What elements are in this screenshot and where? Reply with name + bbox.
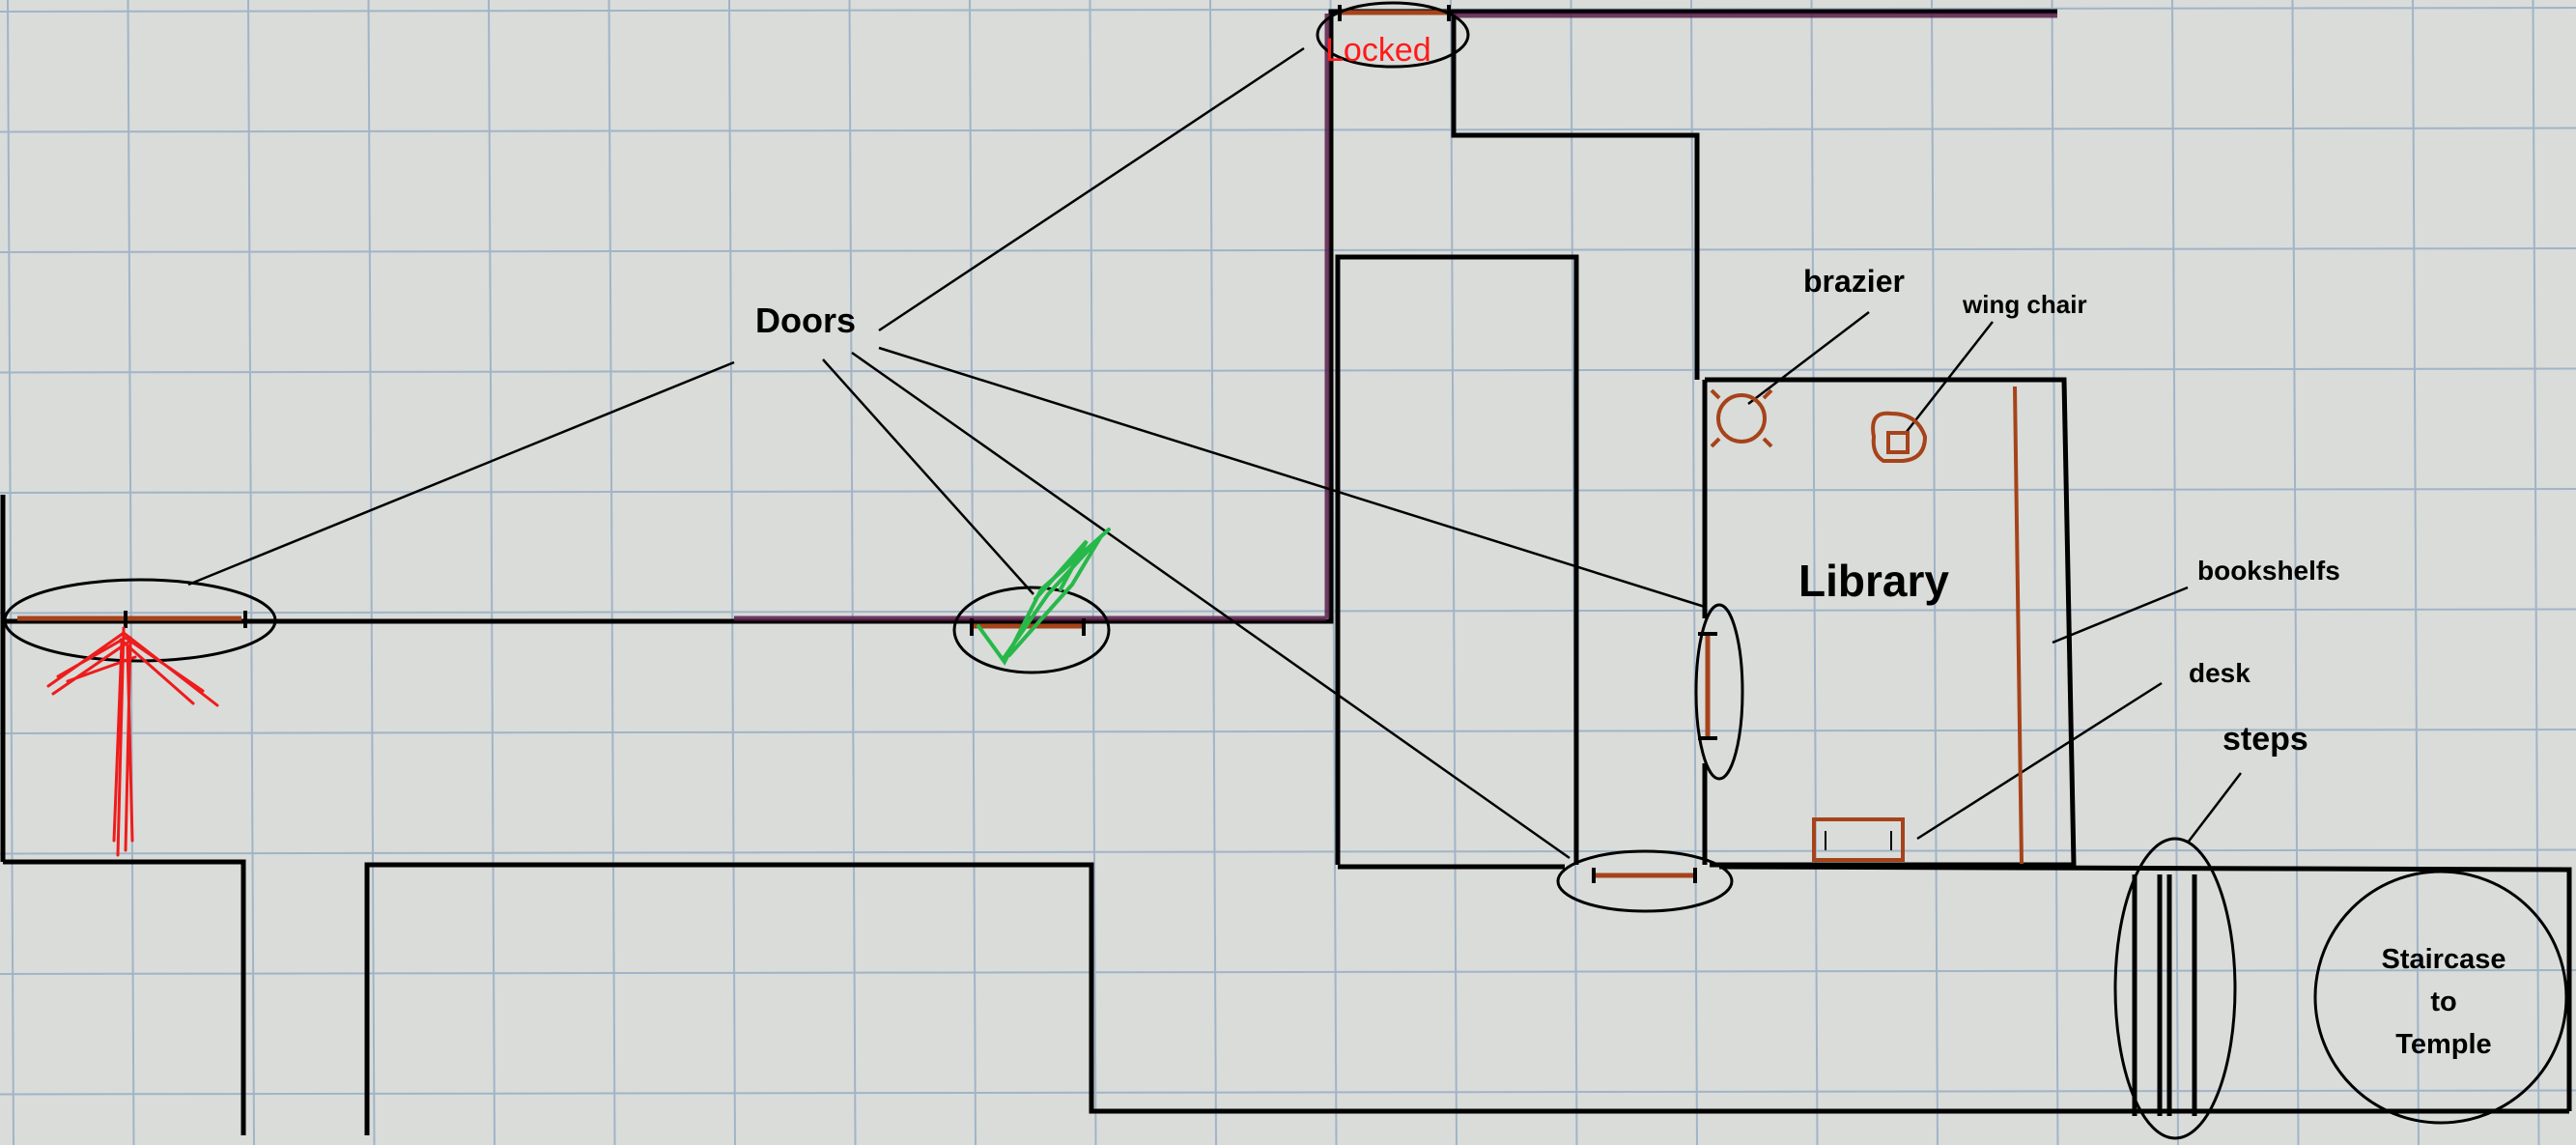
inner-room-wall xyxy=(1335,254,1579,865)
wing-chair-icon[interactable] xyxy=(1871,411,1928,463)
grid-line-vertical xyxy=(1450,0,1458,1145)
grid-line-vertical xyxy=(1690,0,1698,1145)
grid-line-vertical xyxy=(2291,0,2300,1145)
doors-pointer xyxy=(187,360,735,587)
grid-line-vertical xyxy=(1209,0,1217,1145)
grid-line-vertical xyxy=(127,0,135,1145)
grid-line-vertical xyxy=(1810,0,1819,1145)
south-room-wall xyxy=(364,862,2569,1135)
doors-label: Doors xyxy=(755,301,856,340)
grid-line-horizontal xyxy=(0,7,2576,13)
check-stroke xyxy=(1033,539,1089,601)
bookshelfs-label: bookshelfs xyxy=(2197,556,2340,586)
bookshelf[interactable] xyxy=(2013,386,2024,865)
desk-pointer xyxy=(1916,681,2163,841)
walls xyxy=(0,9,2572,1135)
arrow-head xyxy=(46,631,219,707)
ellipse-south-door xyxy=(1556,849,1734,913)
ellipse-west-door xyxy=(3,578,277,663)
check-stroke xyxy=(1003,534,1103,659)
desk-label: desk xyxy=(2189,658,2250,688)
south-west-wall xyxy=(3,859,246,1135)
ellipse-middle-door xyxy=(952,586,1111,674)
brazier-bowl xyxy=(1716,393,1767,444)
ellipse-library-door xyxy=(1694,603,1744,781)
library-label: Library xyxy=(1798,556,1949,606)
doors-pointer xyxy=(822,358,1034,595)
grid-line-vertical xyxy=(7,0,14,1145)
staircase-label-line2: to xyxy=(2430,987,2456,1017)
ellipse-steps xyxy=(2113,837,2237,1140)
locked-label: Locked xyxy=(1325,32,1431,69)
brazier-legs xyxy=(1710,388,1773,448)
grid-line-horizontal xyxy=(0,367,2576,374)
brazier-label: brazier xyxy=(1803,264,1905,299)
steps-label: steps xyxy=(2222,721,2308,758)
north-corridor-wall xyxy=(3,9,2057,624)
highlight-circles xyxy=(3,1,2568,1140)
south-corridor-wall xyxy=(1338,864,2572,1111)
red-up-arrow-icon xyxy=(46,626,219,857)
wing-chair-pointer xyxy=(1905,321,1994,434)
north-annex-wall xyxy=(1451,14,1700,380)
steps-pointer xyxy=(2187,772,2242,844)
staircase-circle[interactable] xyxy=(2313,870,2568,1125)
doors-pointer xyxy=(878,46,1305,332)
desk-top xyxy=(1812,817,1905,862)
furniture xyxy=(1710,386,2024,865)
desk-icon[interactable] xyxy=(1812,817,1905,862)
grid-line-horizontal xyxy=(0,848,2576,855)
grid-line-vertical xyxy=(2532,0,2540,1145)
grid-line-horizontal xyxy=(0,247,2576,253)
grid-line-horizontal xyxy=(0,1089,2576,1096)
grid-line-vertical xyxy=(2412,0,2420,1145)
doors-pointer xyxy=(878,346,1706,609)
arrow-shaft xyxy=(112,626,134,857)
green-check-icon xyxy=(977,528,1111,666)
grid-line-vertical xyxy=(2171,0,2179,1145)
steps xyxy=(2132,874,2197,1116)
brazier-icon[interactable] xyxy=(1710,388,1773,448)
grid-line-vertical xyxy=(608,0,616,1145)
grid-line-vertical xyxy=(2051,0,2059,1145)
staircase-label-line3: Temple xyxy=(2395,1029,2491,1060)
grid-line-vertical xyxy=(1931,0,1939,1145)
wing-chair-label: wing chair xyxy=(1962,290,2087,319)
grid-line-vertical xyxy=(247,0,255,1145)
pointer-lines xyxy=(187,46,2242,860)
grid-line-vertical xyxy=(728,0,736,1145)
grid-line-horizontal xyxy=(0,127,2576,133)
ellipse-locked-door xyxy=(1316,1,1470,69)
grid-line-vertical xyxy=(488,0,495,1145)
grid-line-vertical xyxy=(848,0,857,1145)
grid-line-horizontal xyxy=(0,488,2576,494)
chair-seat xyxy=(1886,431,1910,454)
grid-line-vertical xyxy=(969,0,977,1145)
doors-pointer xyxy=(851,351,1571,860)
grid-line-horizontal xyxy=(0,729,2576,734)
grid-line-horizontal xyxy=(0,608,2576,615)
grid-line-horizontal xyxy=(0,969,2576,975)
desk-marks xyxy=(1825,831,1892,850)
grid-line-vertical xyxy=(367,0,376,1145)
library-wall xyxy=(1705,377,2077,868)
brazier-pointer xyxy=(1747,311,1870,405)
bookshelfs-pointer xyxy=(2052,586,2189,644)
staircase-label-line1: Staircase xyxy=(2382,944,2506,975)
chair-back xyxy=(1871,411,1928,463)
